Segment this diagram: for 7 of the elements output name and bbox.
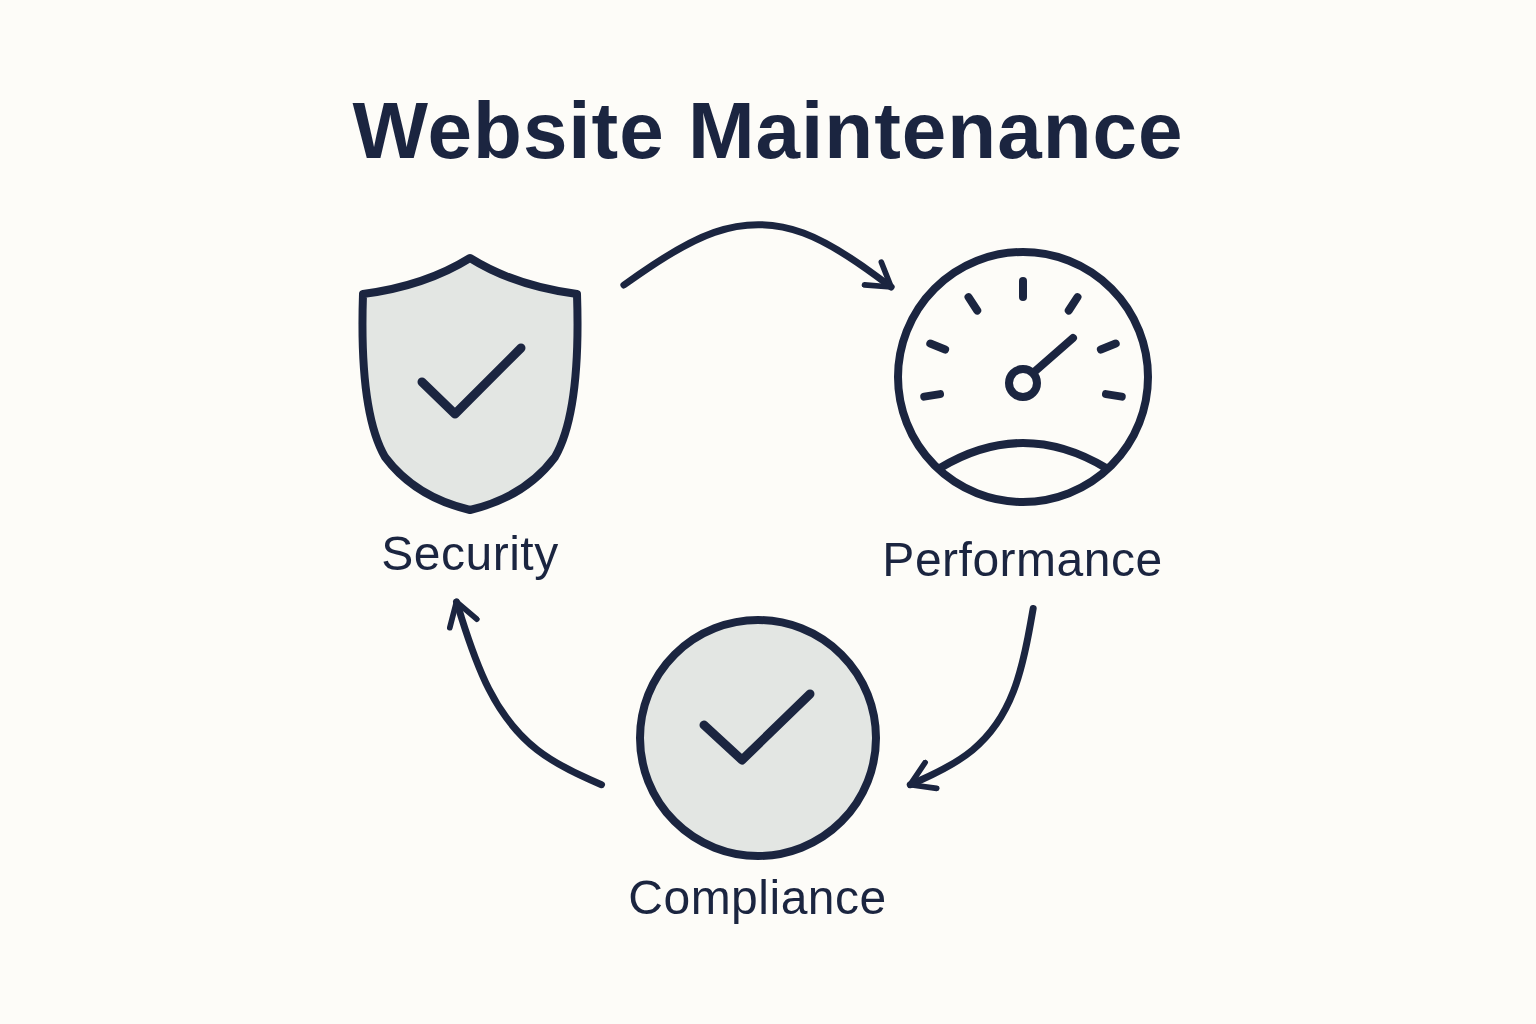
curved-arrow (446, 598, 605, 789)
curved-arrow (620, 221, 895, 291)
diagram-title: Website Maintenance (351, 85, 1185, 177)
node-label: Performance (882, 532, 1163, 588)
node-label: Compliance (628, 870, 887, 926)
node-label: Security (381, 526, 559, 582)
curved-arrow (906, 605, 1037, 792)
